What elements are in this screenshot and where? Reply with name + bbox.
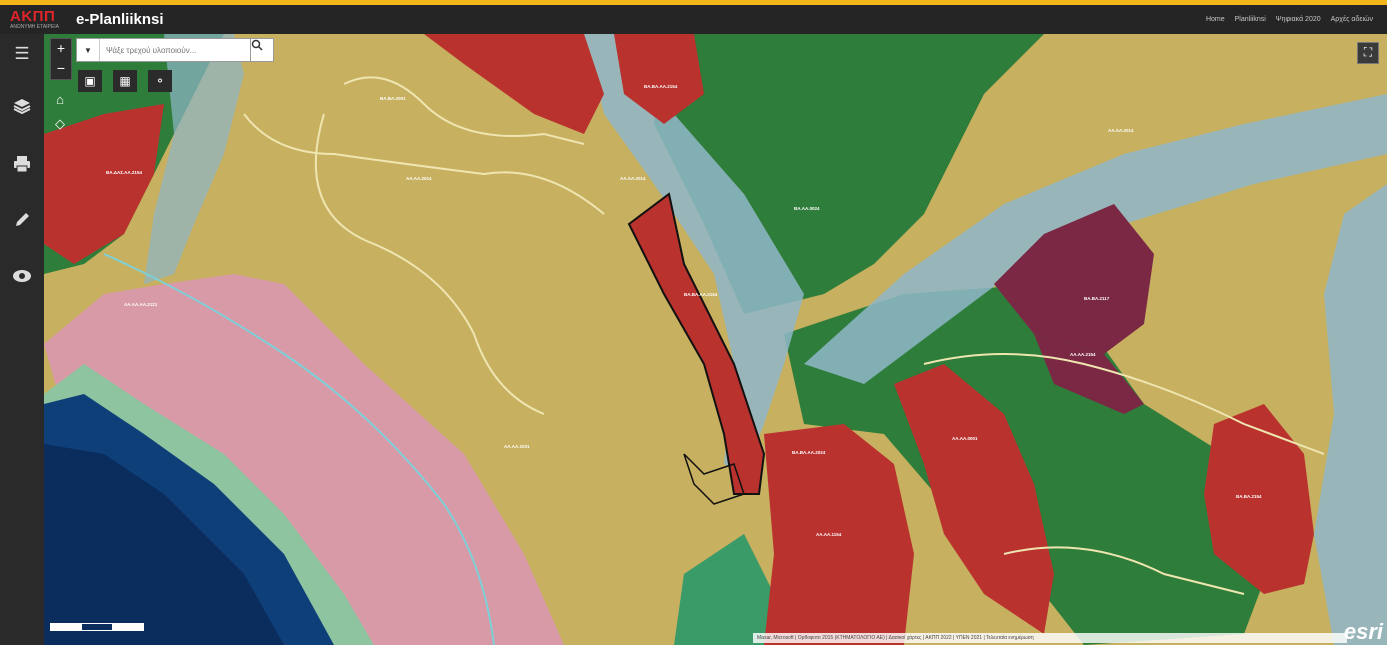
map-attribution: Maxar, Microsoft | Ορθοφοτο 2015 (ΚΤΗΜΑΤ… (753, 633, 1347, 643)
map-view[interactable]: ΒΑ.ΔΑΣ.ΑΑ.2154 ΑΑ.ΑΑ.ΑΑ.2121 ΒΑ.ΒΑ.2001 … (44, 34, 1387, 645)
nav-link-permits[interactable]: Αρχές αδειών (1330, 16, 1373, 23)
parcel-label: ΒΑ.ΒΑ.2001 (380, 96, 406, 101)
nav-link-home[interactable]: Home (1205, 16, 1225, 23)
app-logo[interactable]: ΑΚΠΠ ΑΝΩΝΥΜΗ ΕΤΑΙΡΕΙΑ (10, 9, 68, 31)
parcel-label: ΒΑ.ΔΑΣ.ΑΑ.2154 (106, 170, 142, 175)
logo-subtext: ΑΝΩΝΥΜΗ ΕΤΑΙΡΕΙΑ (10, 24, 59, 30)
print-icon[interactable] (8, 150, 36, 178)
road-southeast (1003, 546, 1245, 595)
left-toolbar: ☰ (0, 34, 44, 645)
map-canvas[interactable] (44, 34, 1387, 645)
basemap-stack-icon[interactable] (8, 92, 36, 120)
zoom-control: + − (50, 38, 72, 80)
layers-list-icon[interactable]: ☰ (14, 44, 30, 63)
top-accent-stripe (0, 0, 1387, 5)
road-east (923, 353, 1325, 455)
nav-link-planliiknsi[interactable]: Planliiknsi (1234, 16, 1266, 23)
parcel-label: ΒΑ.ΒΑ.ΑΑ.2154 (644, 84, 678, 89)
residential-zone-coast (44, 274, 564, 645)
scale-bar (50, 623, 150, 631)
search-input[interactable] (100, 40, 248, 60)
search-button[interactable] (250, 38, 274, 62)
built-zone-town (764, 424, 914, 645)
grid-layout-icon[interactable]: ▦ (113, 70, 137, 92)
boundary-outline (683, 453, 745, 505)
built-zone-east (894, 364, 1054, 634)
nav-link-digital[interactable]: Ψηφιακά 2020 (1275, 16, 1321, 23)
visibility-eye-icon[interactable] (8, 262, 36, 290)
parcel-label: ΑΑ.ΑΑ.2154 (1070, 352, 1096, 357)
fullscreen-button[interactable]: ⛶ (1357, 42, 1379, 64)
built-zone-north-2 (614, 34, 704, 124)
logo-text: ΑΚΠΠ (10, 8, 56, 25)
search-source-dropdown[interactable]: ▼ (77, 39, 100, 61)
zoom-in-button[interactable]: + (56, 40, 66, 56)
road-west (243, 113, 605, 215)
parcel-label: ΑΑ.ΑΑ.0001 (952, 436, 978, 441)
built-zone-far-east (1204, 404, 1314, 594)
forest-zone-east (784, 284, 1274, 645)
basemap-gallery-icon[interactable]: ▣ (78, 70, 102, 92)
coastal-road (103, 253, 495, 645)
stream-west (144, 34, 244, 284)
header-nav: Home Planliiknsi Ψηφιακά 2020 Αρχές αδει… (1206, 5, 1373, 34)
selected-parcel[interactable] (627, 192, 766, 495)
parcel-label: ΒΑ.ΒΑ.2117 (1084, 296, 1110, 301)
parcel-label: ΑΑ.ΑΑ.1154 (816, 532, 842, 537)
parcel-label: ΒΑ.ΒΑ.ΑΑ.2024 (792, 450, 826, 455)
parcel-label: ΑΑ.ΑΑ.2014 (406, 176, 432, 181)
road-central (314, 113, 545, 415)
built-zone-north (424, 34, 604, 134)
parcel-label: ΑΑ.ΑΑ.2014 (620, 176, 646, 181)
app-header: ΑΚΠΠ ΑΝΩΝΥΜΗ ΕΤΑΙΡΕΙΑ e-Planliiknsi Home… (0, 5, 1387, 34)
parcel-label: ΒΑ.ΒΑ.2154 (1236, 494, 1262, 499)
draw-pencil-icon[interactable] (8, 206, 36, 234)
river-channel-far-east (1314, 184, 1387, 645)
search-box: ▼ (76, 38, 272, 62)
home-icon[interactable]: ⌂ (56, 92, 64, 107)
parcel-label: ΑΑ.ΑΑ.1031 (504, 444, 530, 449)
built-zone-northwest (44, 104, 164, 264)
locate-icon[interactable]: ◇ (55, 116, 65, 131)
app-title: e-Planliiknsi (76, 11, 164, 28)
esri-logo: esri (1343, 619, 1383, 644)
special-zone-south (1034, 334, 1144, 414)
parcel-label: ΒΑ.ΒΑ.ΑΑ.2154 (684, 292, 718, 297)
forest-zone-south (674, 534, 774, 645)
special-zone-north (994, 204, 1154, 354)
share-icon[interactable]: ⚬ (148, 70, 172, 92)
parcel-label: ΑΑ.ΑΑ.ΑΑ.2121 (124, 302, 158, 307)
search-icon (251, 39, 263, 51)
parcel-label: ΒΑ.ΑΑ.0024 (794, 206, 820, 211)
road-north (343, 76, 585, 145)
river-channel (584, 34, 804, 474)
river-channel-east (804, 94, 1387, 384)
deep-sea (44, 444, 284, 645)
parcel-label: ΑΑ.ΑΑ.2014 (1108, 128, 1134, 133)
zoom-out-button[interactable]: − (56, 60, 66, 76)
